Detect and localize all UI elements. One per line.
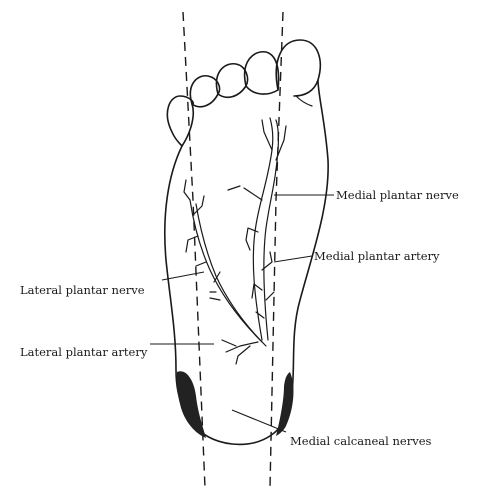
second-toe [245,52,279,94]
label-medial-plantar-artery: Medial plantar artery [314,249,440,263]
lateral-branch-3 [186,236,198,252]
medial-plantar-vessels [244,118,286,340]
medial-branch-1 [262,120,272,150]
medial-plantar-nerve-trunk [253,118,273,340]
big-toe [276,40,320,96]
fourth-toe [190,76,219,107]
leader-medial-calcaneal-nerves [232,410,286,432]
label-lateral-plantar-artery: Lateral plantar artery [20,345,148,359]
calcaneal-branch-2 [236,346,250,364]
lateral-branch-2 [194,196,204,214]
third-toe [216,64,247,98]
label-lateral-plantar-nerve: Lateral plantar nerve [20,283,145,297]
toes [167,40,320,146]
lateral-plantar-nerve-trunk [190,200,262,342]
sketch-stroke-1 [228,186,240,190]
lateral-branch-4 [196,262,206,266]
medial-branch-4 [246,228,258,250]
medial-branch-6 [252,284,262,298]
toe-crease-line [296,96,312,106]
medial-branch-3 [244,188,262,200]
label-medial-plantar-nerve: Medial plantar nerve [336,188,459,202]
medial-branch-7 [266,292,274,300]
medial-branch-8 [256,312,264,318]
medial-heel-shading [276,372,293,436]
leader-medial-plantar-artery [274,256,312,262]
calcaneal-branch-3 [222,340,236,346]
label-medial-calcaneal-nerves: Medial calcaneal nerves [290,434,431,448]
lateral-branch-1 [184,180,190,200]
lateral-branch-6 [210,298,220,300]
